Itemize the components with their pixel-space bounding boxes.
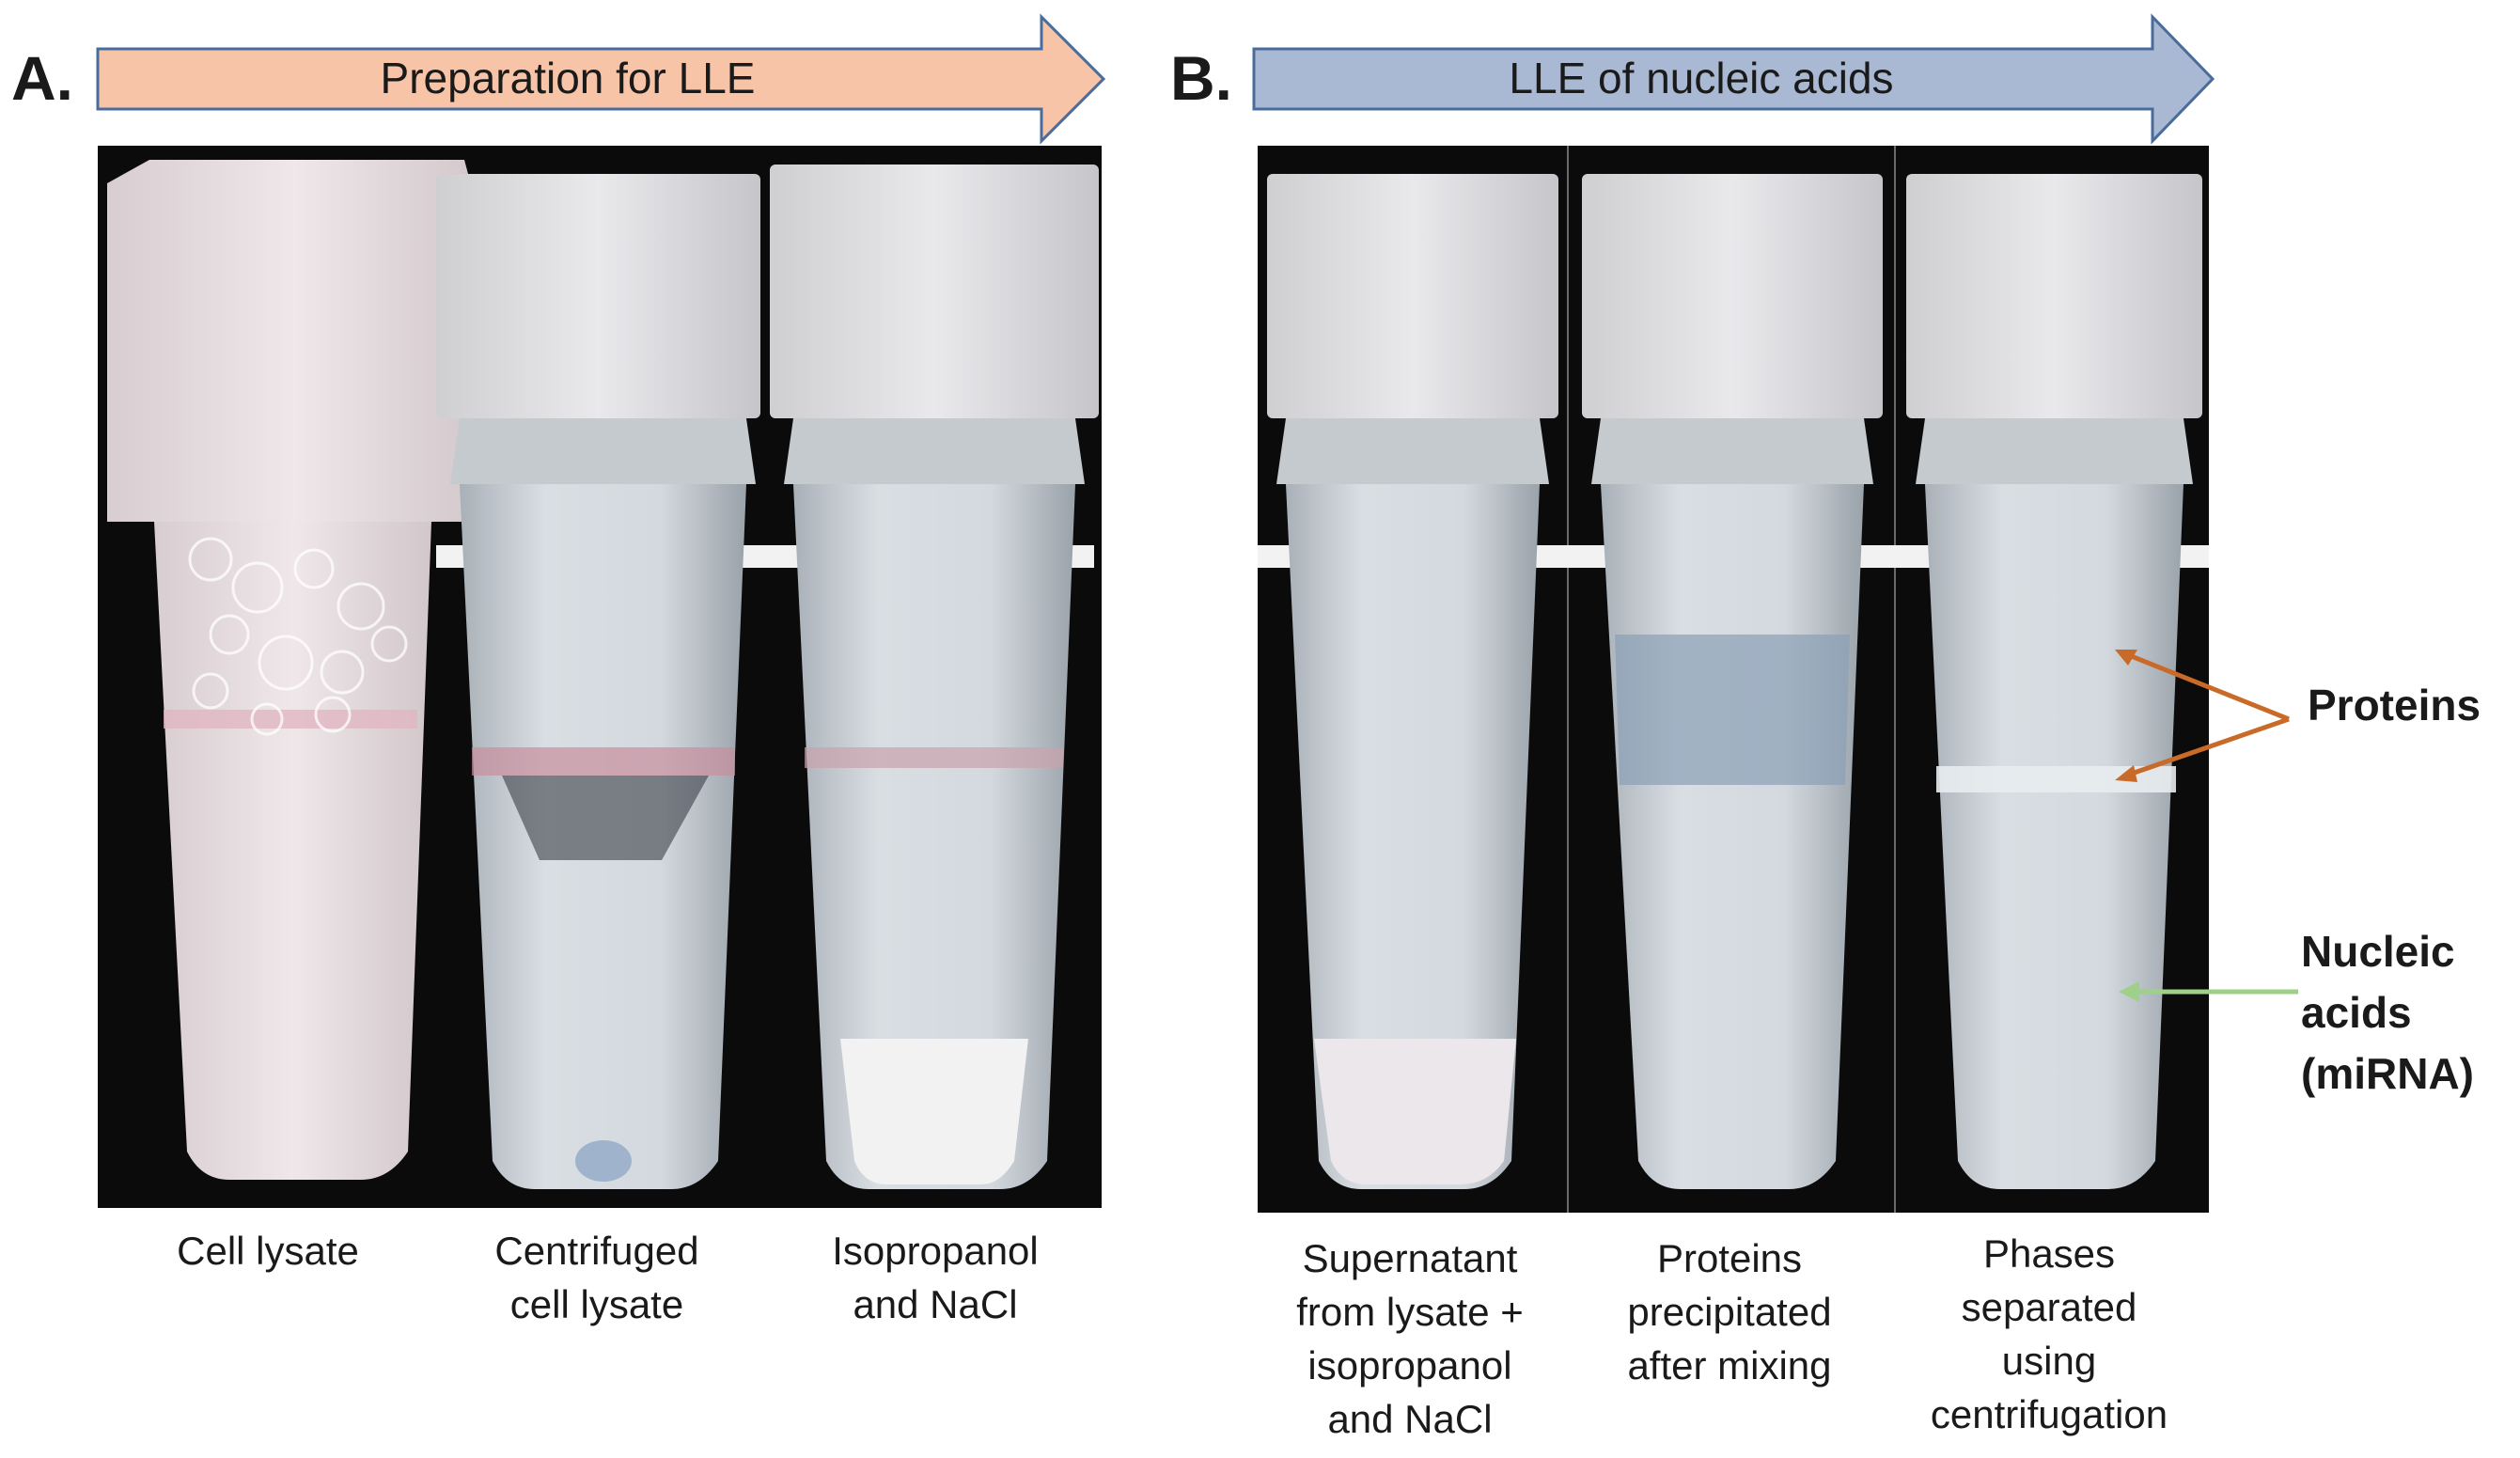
caption-line: after mixing [1627, 1343, 1832, 1387]
caption-line: Supernatant [1302, 1236, 1518, 1280]
nucleic-acids-arrow [2119, 981, 2298, 1002]
caption-a3: Isopropanol and NaCl [771, 1224, 1100, 1331]
panel-b-arrow [1252, 13, 2215, 145]
panel-b-arrow-label: LLE of nucleic acids [1509, 54, 1894, 102]
tube-supernatant [1267, 174, 1558, 1189]
panel-a-arrow-label: Preparation for LLE [380, 54, 756, 102]
caption-a2: Centrifuged cell lysate [432, 1224, 761, 1331]
caption-line: Centrifuged [494, 1229, 699, 1273]
caption-line: precipitated [1627, 1290, 1832, 1334]
panel-b-photo [1258, 146, 2209, 1213]
caption-line: isopropanol [1307, 1343, 1512, 1387]
caption-line: separated [1961, 1285, 2137, 1329]
caption-a1: Cell lysate [103, 1224, 432, 1278]
caption-line: Cell lysate [177, 1229, 359, 1273]
panel-a-photo [98, 146, 1102, 1208]
annotation-arrows [2115, 650, 2298, 1002]
panel-a-arrow [96, 13, 1106, 145]
caption-line: Isopropanol [832, 1229, 1039, 1273]
caption-line: and NaCl [853, 1282, 1018, 1326]
caption-line: using [2001, 1339, 2097, 1383]
tube-proteins-precipitated [1582, 174, 1883, 1189]
tube-isopropanol [770, 165, 1099, 1189]
nucleic-acids-line: acids [2301, 988, 2412, 1037]
caption-line: and NaCl [1327, 1397, 1493, 1441]
caption-b3: Phases separated using centrifugation [1889, 1227, 2209, 1441]
caption-b2: Proteins precipitated after mixing [1570, 1231, 1889, 1392]
nucleic-acids-line: (miRNA) [2301, 1049, 2474, 1098]
nucleic-acids-line: Nucleic [2301, 927, 2455, 976]
caption-line: from lysate + [1296, 1290, 1524, 1334]
nucleic-acids-label: Nucleic acids (miRNA) [2301, 921, 2474, 1105]
proteins-label: Proteins [2308, 681, 2481, 729]
caption-b1: Supernatant from lysate + isopropanol an… [1250, 1231, 1570, 1446]
proteins-arrows [2115, 650, 2290, 782]
caption-line: centrifugation [1930, 1392, 2168, 1436]
panel-a-letter: A. [11, 43, 73, 113]
tube-cell-lysate [107, 160, 483, 1180]
caption-line: Proteins [1656, 1236, 1803, 1280]
tube-centrifuged [436, 174, 760, 1189]
panel-b-letter: B. [1170, 43, 1232, 113]
caption-line: cell lysate [509, 1282, 684, 1326]
tube-phases-separated [1906, 174, 2202, 1189]
caption-line: Phases [1982, 1231, 2116, 1276]
